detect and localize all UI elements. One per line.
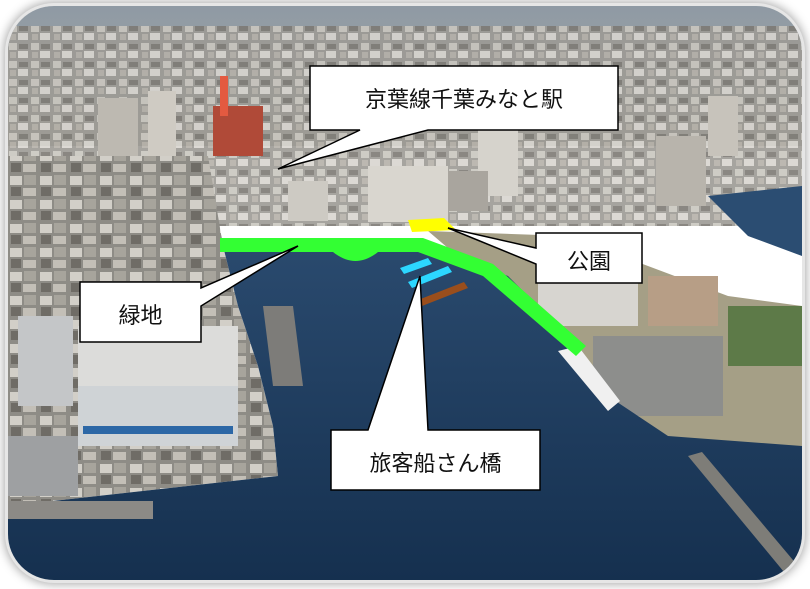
green-area-label: 緑地: [118, 304, 163, 329]
pier-cyan-overlay: [400, 258, 452, 288]
station-label: 京葉線千葉みなと駅: [364, 88, 563, 113]
park-callout: [447, 227, 643, 284]
pier-label: 旅客船さん橋: [369, 452, 502, 477]
park-label: 公園: [566, 250, 611, 275]
aerial-photo-frame: 京葉線千葉みなと駅 公園 緑地 旅客船さん橋: [8, 6, 802, 580]
green-area-callout: [79, 245, 299, 343]
park-overlay: [408, 218, 456, 232]
aerial-photo: [8, 6, 802, 580]
green-area-overlay: [220, 238, 586, 356]
pier-brown-overlay: [418, 282, 468, 306]
station-callout: [277, 65, 619, 170]
pier-callout: [330, 275, 541, 491]
